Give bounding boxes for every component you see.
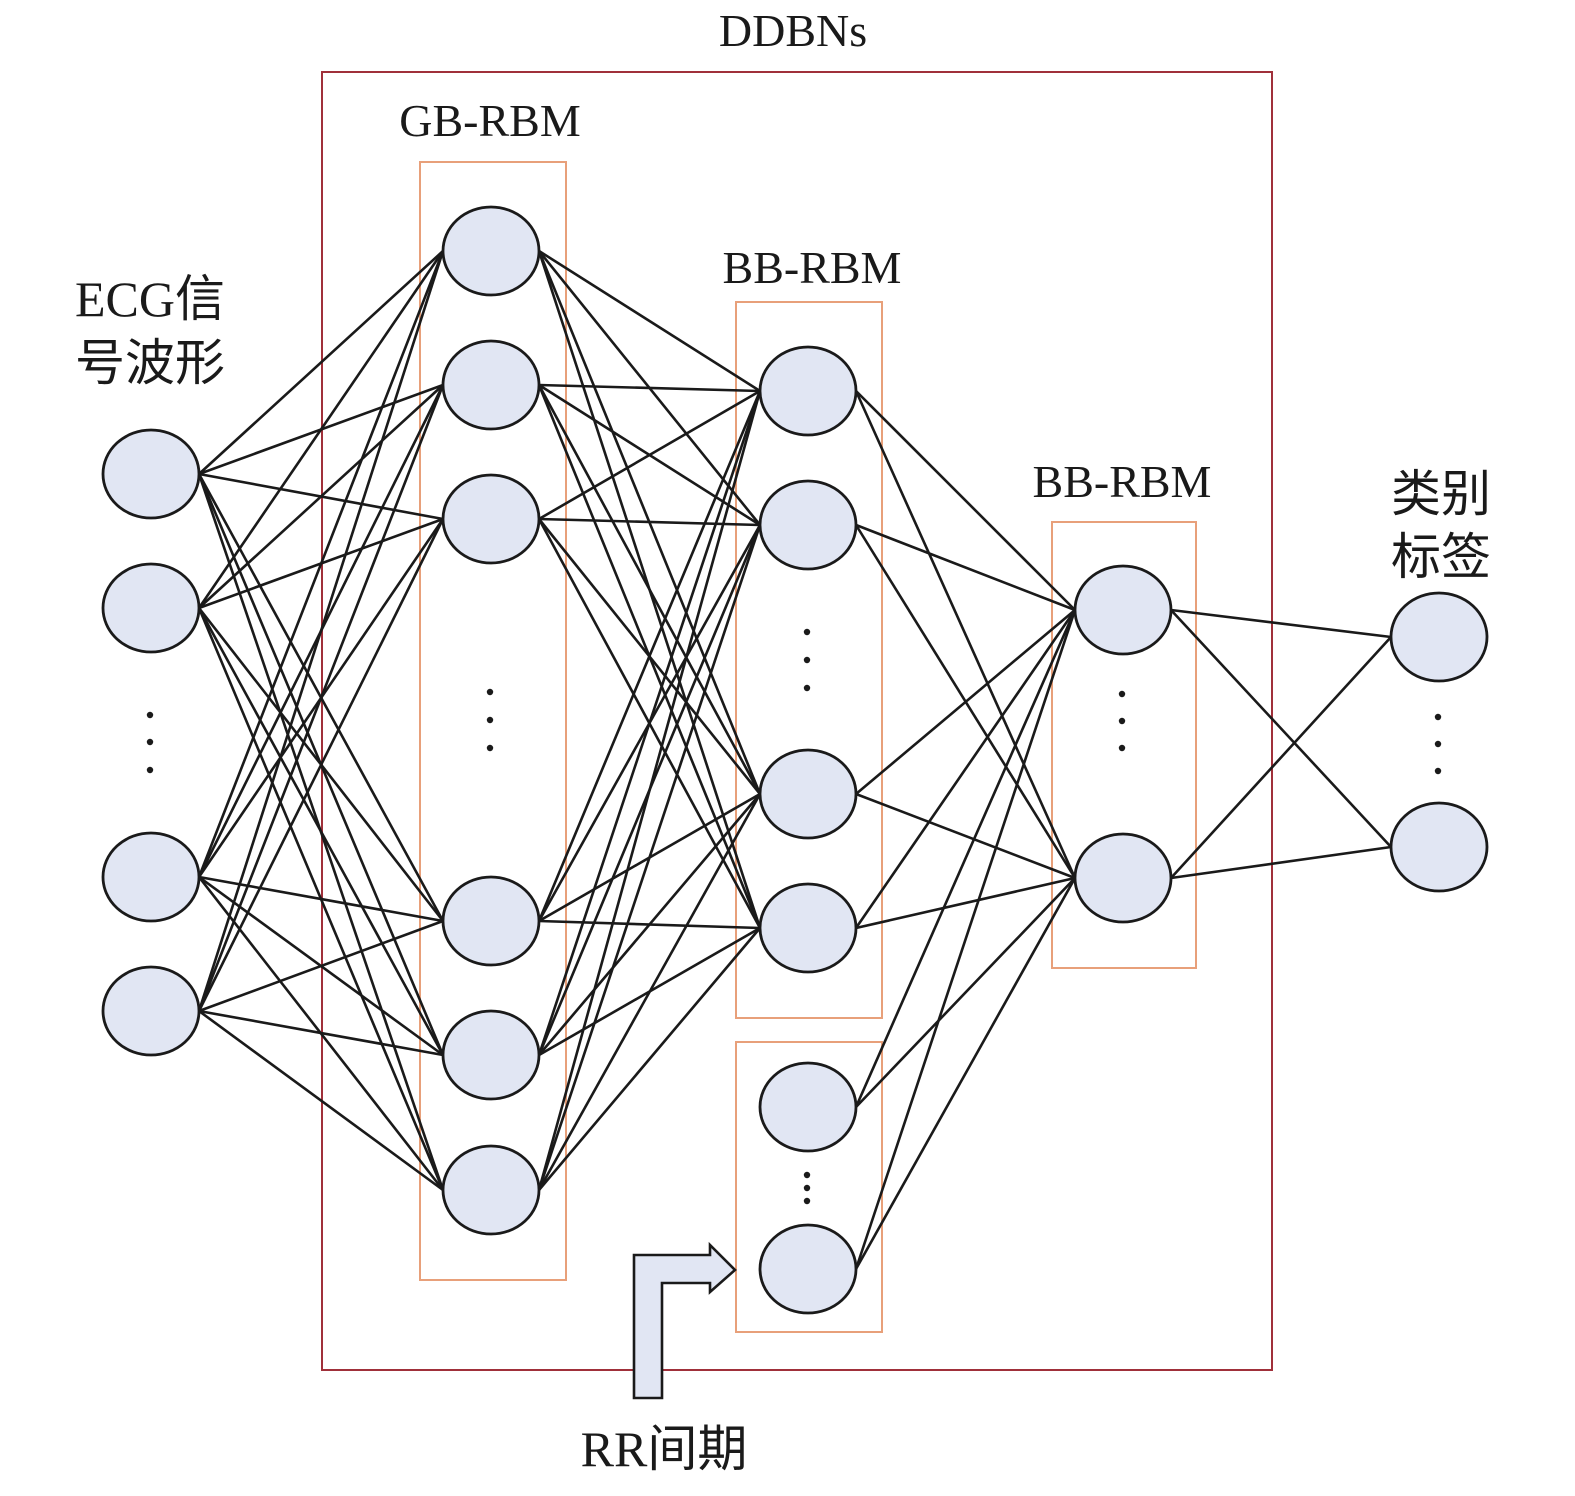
node-bb_rbm_1-0 — [758, 345, 858, 437]
ellipsis-dot-output-0 — [1434, 713, 1442, 721]
edge-gb_rbm-0-to-bb_rbm_1-0 — [538, 249, 761, 393]
edge-gb_rbm-4-to-bb_rbm_1-0 — [537, 390, 762, 1056]
input-label-line1: ECG信 — [75, 271, 225, 327]
output-label-line2: 标签 — [1391, 529, 1491, 585]
node-gb_rbm-3 — [441, 875, 541, 967]
edge-input-3-to-gb_rbm-1 — [197, 384, 445, 1012]
edge-input-3-to-gb_rbm-0 — [197, 250, 445, 1012]
ddbns-box — [321, 71, 1273, 1371]
ellipsis-dot-input-0 — [146, 711, 154, 719]
ellipsis-dot-gb_rbm-1 — [486, 716, 494, 724]
node-gb_rbm-1 — [441, 339, 541, 431]
connections — [197, 249, 1392, 1270]
edge-gb_rbm-4-to-bb_rbm_1-2 — [538, 793, 761, 1056]
edge-gb_rbm-5-to-bb_rbm_1-3 — [538, 927, 761, 1191]
edge-input-3-to-gb_rbm-2 — [197, 518, 445, 1012]
ellipses — [146, 628, 1442, 1205]
ellipsis-dot-bb_rbm_1-0 — [803, 628, 811, 636]
edge-input-1-to-gb_rbm-0 — [197, 250, 445, 609]
edge-rr_interval-1-to-bb_rbm_2-0 — [854, 609, 1077, 1270]
gb-rbm-label: GB-RBM — [399, 95, 580, 146]
edge-bb_rbm_2-1-to-output-1 — [1170, 845, 1392, 880]
node-gb_rbm-5 — [441, 1144, 541, 1236]
ellipsis-dot-gb_rbm-2 — [486, 744, 494, 752]
node-gb_rbm-4 — [441, 1009, 541, 1101]
ellipsis-dot-input-2 — [146, 766, 154, 774]
edge-gb_rbm-1-to-bb_rbm_1-0 — [538, 383, 761, 393]
edge-gb_rbm-3-to-bb_rbm_1-0 — [537, 390, 762, 922]
node-gb_rbm-0 — [441, 205, 541, 297]
edge-bb_rbm_1-0-to-bb_rbm_2-1 — [854, 390, 1077, 879]
ellipsis-dot-gb_rbm-0 — [486, 688, 494, 696]
bb-rbm-1-box — [735, 301, 883, 1019]
edge-bb_rbm_1-2-to-bb_rbm_2-0 — [855, 609, 1076, 795]
node-bb_rbm_1-2 — [758, 748, 858, 840]
gb-rbm-box — [419, 161, 567, 1281]
node-gb_rbm-2 — [441, 473, 541, 565]
ellipsis-dot-bb_rbm_2-0 — [1118, 690, 1126, 698]
node-rr_interval-0 — [758, 1061, 858, 1153]
node-output-1 — [1389, 801, 1489, 893]
ellipsis-dot-output-1 — [1434, 740, 1442, 748]
edge-bb_rbm_2-0-to-output-1 — [1170, 609, 1392, 848]
ellipsis-dot-bb_rbm_2-2 — [1118, 744, 1126, 752]
node-bb_rbm_1-1 — [758, 479, 858, 571]
node-rr_interval-1 — [758, 1223, 858, 1315]
edge-bb_rbm_1-3-to-bb_rbm_2-1 — [855, 876, 1076, 930]
node-bb_rbm_1-3 — [758, 882, 858, 974]
ellipsis-dot-rr_interval-0 — [803, 1171, 811, 1179]
ellipsis-dot-bb_rbm_2-1 — [1118, 717, 1126, 725]
edge-gb_rbm-1-to-bb_rbm_1-2 — [537, 384, 762, 795]
edge-gb_rbm-5-to-bb_rbm_1-0 — [537, 390, 762, 1191]
edge-gb_rbm-5-to-bb_rbm_1-1 — [537, 524, 762, 1191]
edge-input-0-to-gb_rbm-0 — [198, 250, 444, 475]
edge-bb_rbm_1-0-to-bb_rbm_2-0 — [855, 390, 1076, 611]
edge-input-1-to-gb_rbm-1 — [198, 384, 444, 609]
ellipsis-dot-input-1 — [146, 738, 154, 746]
edge-bb_rbm_2-0-to-output-0 — [1170, 608, 1392, 639]
edge-bb_rbm_2-1-to-output-0 — [1170, 636, 1392, 879]
node-input-0 — [101, 428, 201, 520]
edge-input-3-to-gb_rbm-3 — [198, 919, 444, 1013]
bb-rbm-2-label: BB-RBM — [1033, 456, 1212, 507]
ellipsis-dot-bb_rbm_1-1 — [803, 656, 811, 664]
input-label-line2: 号波形 — [75, 335, 225, 391]
rr-interval-label: RR间期 — [581, 1421, 748, 1477]
edge-input-3-to-gb_rbm-5 — [198, 1009, 444, 1192]
edge-input-1-to-gb_rbm-4 — [197, 607, 445, 1056]
edge-gb_rbm-5-to-bb_rbm_1-2 — [537, 793, 762, 1191]
node-bb_rbm_2-0 — [1073, 564, 1173, 656]
edge-input-3-to-gb_rbm-4 — [198, 1009, 444, 1057]
ellipsis-dot-rr_interval-2 — [803, 1197, 811, 1205]
ellipsis-dot-bb_rbm_1-2 — [803, 684, 811, 692]
nodes — [101, 205, 1489, 1315]
ddbns-label: DDBNs — [719, 5, 867, 56]
edge-rr_interval-0-to-bb_rbm_2-0 — [854, 609, 1077, 1108]
output-label-line1: 类别 — [1391, 466, 1491, 522]
edge-rr_interval-0-to-bb_rbm_2-1 — [855, 877, 1076, 1108]
bb-rbm-1-label: BB-RBM — [723, 242, 902, 293]
node-bb_rbm_2-1 — [1073, 832, 1173, 924]
rr-interval-arrow — [632, 1241, 737, 1400]
ellipsis-dot-rr_interval-1 — [803, 1184, 811, 1192]
edge-input-2-to-gb_rbm-0 — [197, 250, 445, 878]
bb-rbm-2-box — [1051, 521, 1197, 969]
edge-gb_rbm-2-to-bb_rbm_1-0 — [538, 389, 761, 521]
edge-bb_rbm_1-1-to-bb_rbm_2-0 — [855, 523, 1076, 612]
ellipsis-dot-output-2 — [1434, 767, 1442, 775]
node-input-1 — [101, 562, 201, 654]
node-input-3 — [101, 965, 201, 1057]
node-input-2 — [101, 831, 201, 923]
edge-rr_interval-1-to-bb_rbm_2-1 — [854, 877, 1077, 1270]
edge-bb_rbm_1-3-to-bb_rbm_2-0 — [854, 609, 1077, 929]
node-output-0 — [1389, 591, 1489, 683]
edge-bb_rbm_1-2-to-bb_rbm_2-1 — [855, 792, 1076, 880]
